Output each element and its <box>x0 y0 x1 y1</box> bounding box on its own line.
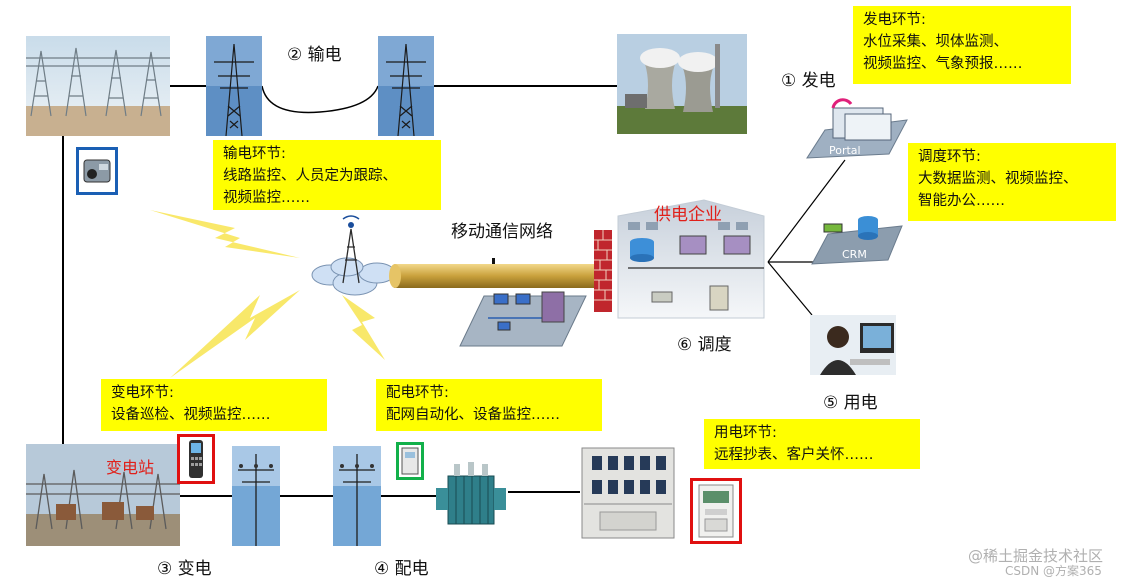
enterprise-label: 供电企业 <box>654 205 722 225</box>
smart-meter-frame <box>690 478 742 544</box>
meter-cabinet <box>580 446 676 540</box>
note-generation-line-1: 水位采集、坝体监测、 <box>863 34 1008 50</box>
note-transmission-title: 输电环节: <box>223 146 286 162</box>
camera-icon <box>83 159 111 183</box>
watermark-juejin: @稀土掘金技术社区 <box>968 547 1104 565</box>
handheld-frame <box>177 434 215 484</box>
note-transmission-line-2: 视频监控…… <box>223 190 310 206</box>
label-mobile-network: 移动通信网络 <box>451 222 553 242</box>
mobile-base-station <box>305 215 400 300</box>
note-consumption-title: 用电环节: <box>714 425 777 441</box>
label-generation: ① 发电 <box>781 71 836 91</box>
note-dispatch: 调度环节: 大数据监测、视频监控、 智能办公…… <box>908 143 1116 221</box>
label-distribution: ④ 配电 <box>374 559 429 579</box>
substation-photo-top <box>26 36 170 136</box>
smart-meter-icon <box>698 484 734 538</box>
portal-node: Portal <box>805 96 910 162</box>
substation-photo-bottom: 变电站 <box>26 444 180 546</box>
watermark-csdn: CSDN @方案365 <box>1005 564 1102 578</box>
label-crm: CRM <box>842 248 867 261</box>
note-distribution-title: 配电环节: <box>386 385 449 401</box>
note-generation: 发电环节: 水位采集、坝体监测、 视频监控、气象预报…… <box>853 6 1071 84</box>
note-substation: 变电环节: 设备巡检、视频监控…… <box>101 379 327 431</box>
note-generation-line-2: 视频监控、气象预报…… <box>863 56 1023 72</box>
lightning-bolts <box>150 210 385 378</box>
lan-platform <box>458 288 588 350</box>
utility-pole-right <box>333 446 381 546</box>
crm-node: CRM <box>810 208 905 266</box>
note-transmission-line-1: 线路监控、人员定为跟踪、 <box>223 168 397 184</box>
firewall <box>592 230 614 312</box>
meter-frame <box>396 442 424 480</box>
note-transmission: 输电环节: 线路监控、人员定为跟踪、 视频监控…… <box>213 140 441 210</box>
mobile-network-pipe <box>389 258 600 288</box>
note-dispatch-line-2: 智能办公…… <box>918 193 1005 209</box>
label-consumption: ⑤ 用电 <box>823 393 878 413</box>
label-portal: Portal <box>829 144 861 157</box>
note-dispatch-title: 调度环节: <box>918 149 981 165</box>
handheld-terminal-icon <box>189 440 203 478</box>
label-substation: ③ 变电 <box>157 559 212 579</box>
note-distribution: 配电环节: 配网自动化、设备监控…… <box>376 379 602 431</box>
note-consumption-line-1: 远程抄表、客户关怀…… <box>714 447 874 463</box>
electric-meter-icon <box>401 447 419 475</box>
note-substation-line-1: 设备巡检、视频监控…… <box>111 407 271 423</box>
note-distribution-line-1: 配网自动化、设备监控…… <box>386 407 560 423</box>
note-consumption: 用电环节: 远程抄表、客户关怀…… <box>704 419 920 469</box>
utility-pole-left <box>232 446 280 546</box>
camera-frame <box>76 147 118 195</box>
transmission-tower-left <box>206 36 262 136</box>
consumer-photo <box>810 315 896 375</box>
note-substation-title: 变电环节: <box>111 385 174 401</box>
note-dispatch-line-1: 大数据监测、视频监控、 <box>918 171 1078 187</box>
power-plant-photo <box>617 34 747 134</box>
transmission-tower-right <box>378 36 434 136</box>
enterprise-building: 供电企业 <box>614 194 768 320</box>
substation-sign: 变电站 <box>106 458 155 477</box>
transformer <box>434 458 510 532</box>
label-transmission: ② 输电 <box>287 45 342 65</box>
label-dispatch: ⑥ 调度 <box>677 335 732 355</box>
note-generation-title: 发电环节: <box>863 12 926 28</box>
